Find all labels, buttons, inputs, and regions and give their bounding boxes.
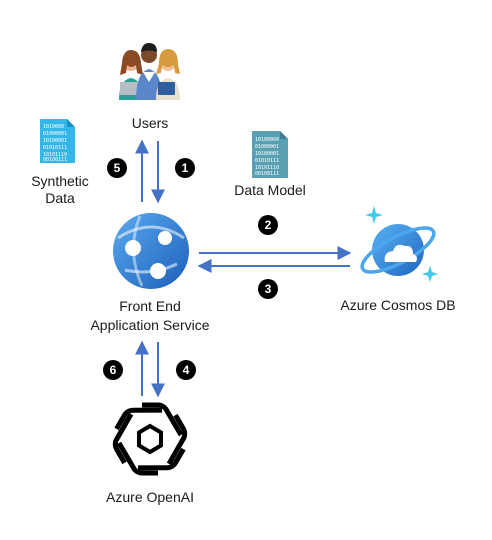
svg-text:00100111: 00100111 (255, 171, 279, 177)
cosmos-db-label: Azure Cosmos DB (340, 297, 455, 313)
step-number: 6 (110, 363, 117, 377)
openai-label: Azure OpenAI (106, 489, 194, 505)
svg-text:10100001: 10100001 (43, 138, 67, 144)
synthetic-data-label-line1: Synthetic (31, 173, 89, 189)
svg-text:10100000: 10100000 (255, 137, 279, 143)
step-badge: 3 (258, 279, 278, 299)
step-badge: 4 (176, 360, 196, 380)
step-badge: 5 (107, 158, 127, 178)
app-service-icon (113, 213, 189, 289)
users-group-icon (119, 43, 180, 100)
users-label: Users (132, 115, 169, 131)
synthetic-data-label-line2: Data (45, 190, 75, 206)
svg-text:10100001: 10100001 (255, 151, 279, 157)
data-model-file-icon: 10100000 01000001 10100001 01010111 1010… (252, 131, 288, 178)
svg-text:10101110: 10101110 (255, 165, 279, 171)
data-model-label: Data Model (234, 182, 306, 198)
step-number: 4 (183, 363, 190, 377)
cosmos-db-icon (360, 206, 438, 282)
svg-text:01010111: 01010111 (43, 145, 67, 151)
svg-text:00100111: 00100111 (43, 157, 67, 163)
svg-text:10101110: 10101110 (43, 152, 67, 158)
svg-text:1010000: 1010000 (43, 124, 64, 130)
step-badge: 2 (258, 215, 278, 235)
step-badge: 6 (103, 360, 123, 380)
openai-logo-icon (112, 402, 188, 476)
step-number: 1 (182, 161, 189, 175)
front-end-label-line1: Front End (119, 298, 180, 314)
svg-text:01010111: 01010111 (255, 158, 279, 164)
step-number: 3 (265, 282, 272, 296)
step-badge: 1 (175, 158, 195, 178)
svg-text:01000001: 01000001 (43, 131, 67, 137)
front-end-label-line2: Application Service (90, 317, 209, 333)
svg-text:01000001: 01000001 (255, 144, 279, 150)
step-number: 2 (265, 218, 272, 232)
step-number: 5 (114, 161, 121, 175)
synthetic-data-file-icon: 1010000 01000001 10100001 01010111 10101… (40, 119, 75, 163)
